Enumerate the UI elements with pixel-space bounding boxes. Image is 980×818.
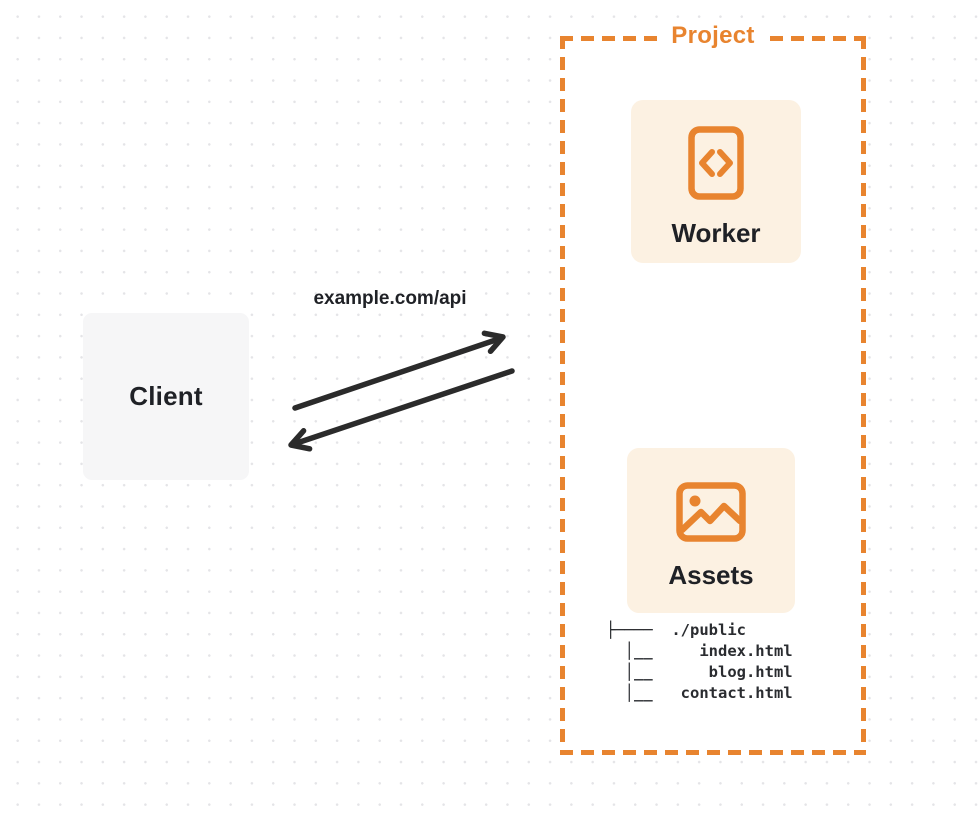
request-arrow [292, 330, 506, 411]
request-url-label: example.com/api [313, 288, 467, 309]
assets-label: Assets [668, 560, 754, 590]
project-label: Project [663, 22, 763, 50]
worker-node: Worker [631, 100, 801, 263]
project-border-left [560, 36, 565, 755]
file-tree-item: │__ blog.html [606, 663, 793, 681]
project-border-bottom [560, 750, 866, 755]
image-icon [676, 482, 746, 542]
client-node: Client [83, 313, 249, 480]
file-tree-item: │__ index.html [606, 642, 793, 660]
project-border-right [861, 36, 866, 755]
file-tree: ├──── ./public │__ index.html │__ blog.h… [606, 620, 793, 704]
response-arrow [288, 368, 515, 452]
assets-node: Assets [627, 448, 795, 613]
code-file-icon [688, 126, 744, 200]
file-tree-root: ├──── ./public [606, 621, 746, 639]
request-response-arrows [288, 330, 515, 452]
client-label: Client [129, 381, 203, 411]
project-container: Project Worker Assets ├──── ./public │__… [560, 22, 866, 755]
file-tree-item: │__ contact.html [606, 684, 793, 702]
worker-label: Worker [671, 218, 761, 248]
